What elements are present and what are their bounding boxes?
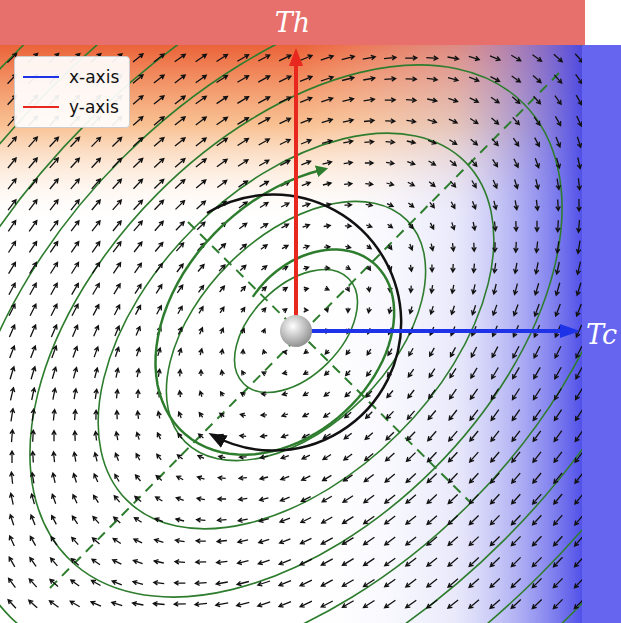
temperature-label: Tc [586,319,617,350]
legend-text: x-axis [69,67,119,87]
vector-field [7,53,582,608]
legend: x-axis y-axis [14,56,130,128]
cold-reservoir: Tc [582,45,621,623]
level-curve [24,59,567,602]
level-curve [0,45,582,623]
level-curve [0,45,582,623]
legend-entry: x-axis [23,62,119,92]
legend-line-sample [23,76,59,78]
temperature-label: Th [275,7,310,38]
legend-text: y-axis [69,97,119,117]
legend-line-sample [23,106,59,108]
level-curve [0,45,582,623]
level-curve [0,45,582,623]
level-curve [0,45,582,623]
legend-entry: y-axis [23,92,119,122]
particle [280,315,312,347]
level-curve [0,45,582,623]
hot-reservoir: Th [0,0,585,45]
trajectory-spiral [156,170,395,455]
